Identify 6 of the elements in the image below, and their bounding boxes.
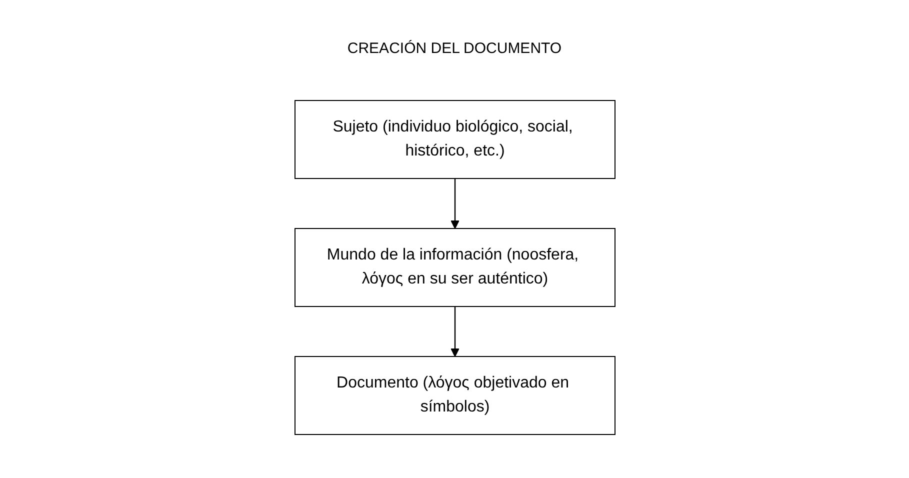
diagram-title: CREACIÓN DEL DOCUMENTO (347, 40, 562, 57)
arrow (450, 178, 459, 229)
node-box: Sujeto (individuo biológico, social, histórico, etc.) (294, 100, 615, 179)
node-box: Mundo de la información (noosfera, λόγος en su ser auténtico) (294, 228, 615, 307)
node-box: Documento (λόγος objetivado en símbolos) (294, 356, 615, 435)
arrow (450, 306, 459, 357)
